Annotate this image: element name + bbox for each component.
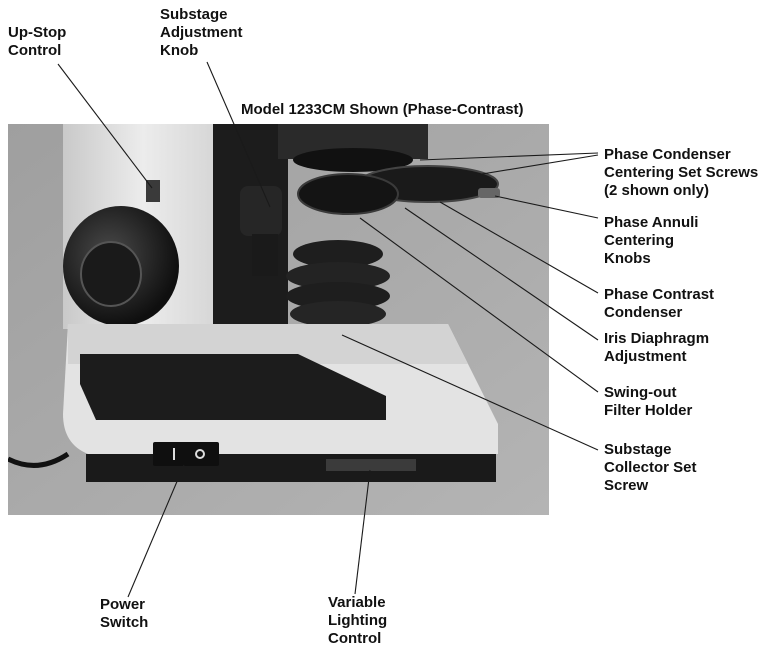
microscope-photo <box>8 124 549 515</box>
power-switch <box>153 442 219 466</box>
label-phase-condenser-centering-set-screws: Phase Condenser Centering Set Screws (2 … <box>604 146 759 199</box>
label-substage-adjustment-knob: Substage Adjustment Knob <box>160 6 243 59</box>
power-cord <box>8 451 70 468</box>
label-substage-collector-set-screw: Substage Collector Set Screw <box>604 441 697 494</box>
label-phase-contrast-condenser: Phase Contrast Condenser <box>604 286 715 321</box>
base-dark-panel <box>80 354 386 420</box>
annuli-centering-knob <box>478 188 500 198</box>
lighting-control-wheel <box>326 459 416 471</box>
label-iris-diaphragm-adjustment: Iris Diaphragm Adjustment <box>604 330 710 365</box>
substage-knob-shaft <box>252 234 278 276</box>
label-up-stop-control: Up-Stop Control <box>8 24 67 59</box>
collector-lens-stack <box>286 240 390 327</box>
label-phase-annuli-centering-knobs: Phase Annuli Centering Knobs <box>604 214 699 267</box>
base-foot <box>86 454 496 482</box>
phase-condenser-body <box>297 173 399 215</box>
label-power-switch: Power Switch <box>100 596 149 631</box>
focus-knob-inner <box>80 241 142 307</box>
label-swing-out-filter-holder: Swing-out Filter Holder <box>604 384 693 419</box>
figure-title: Model 1233CM Shown (Phase-Contrast) <box>241 101 524 118</box>
up-stop-lever <box>146 180 160 202</box>
substage-knob <box>240 186 282 236</box>
switch-off-mark <box>195 449 205 459</box>
phase-condenser-top <box>293 148 413 172</box>
label-variable-lighting-control: Variable Lighting Control <box>328 594 388 647</box>
